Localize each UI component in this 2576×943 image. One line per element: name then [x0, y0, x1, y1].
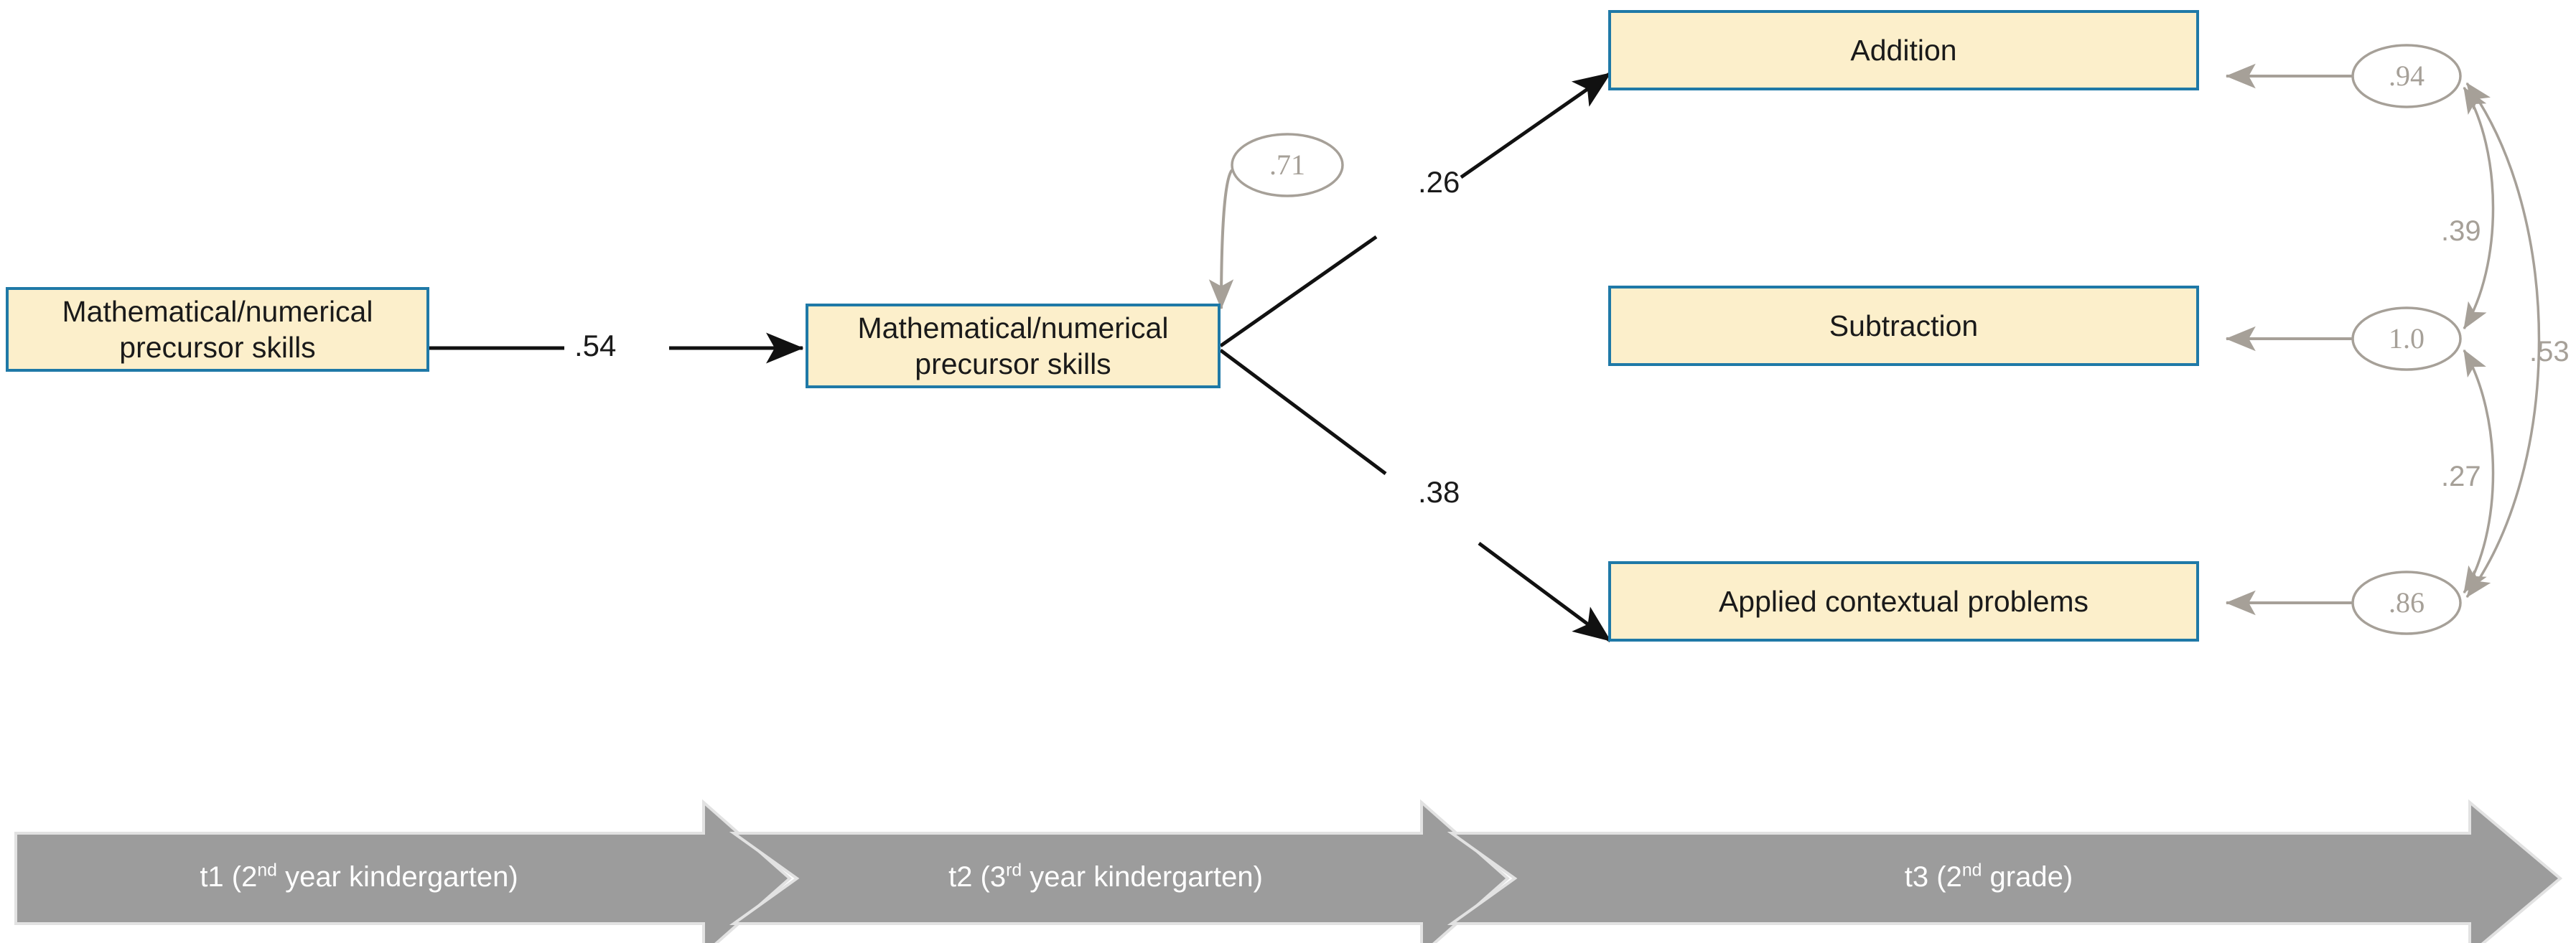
- node-t2-line1: Mathematical/numerical: [857, 311, 1169, 344]
- timeline-label-t2: t2 (3rd year kindergarten): [775, 861, 1436, 893]
- node-t2-precursor-skills-text: Mathematical/numerical precursor skills: [838, 310, 1189, 382]
- residual-path-applied: [2225, 571, 2462, 635]
- node-t2-line2: precursor skills: [915, 347, 1111, 380]
- residual-label-addition: .94: [2389, 60, 2425, 92]
- timeline-label-t2-sup: rd: [1006, 860, 1022, 881]
- path-label-t2-to-addition: .26: [1418, 165, 1460, 199]
- timeline-label-t1-sup: nd: [257, 860, 277, 881]
- correlation-addition-applied: [2465, 82, 2541, 599]
- path-label-t2-to-applied: .38: [1418, 475, 1460, 509]
- timeline-label-t3: t3 (2nd grade): [1493, 861, 2484, 893]
- residual-path-subtraction: [2225, 306, 2462, 371]
- timeline-arrow-t3: [1447, 799, 2563, 943]
- node-addition[interactable]: Addition: [1608, 10, 2199, 90]
- node-addition-label: Addition: [1850, 33, 1957, 67]
- node-t1-precursor-skills[interactable]: Mathematical/numerical precursor skills: [6, 287, 429, 372]
- node-applied-contextual-problems[interactable]: Applied contextual problems: [1608, 561, 2199, 642]
- node-subtraction[interactable]: Subtraction: [1608, 286, 2199, 366]
- residual-label-applied: .86: [2389, 586, 2425, 619]
- timeline-label-t1-suffix: year kindergarten): [276, 861, 518, 893]
- residual-path-addition: [2225, 44, 2462, 108]
- correlation-label-addition-subtraction: .39: [2441, 215, 2481, 247]
- node-t1-precursor-skills-text: Mathematical/numerical precursor skills: [42, 294, 393, 365]
- timeline-label-t3-prefix: t3 (2: [1904, 861, 1962, 893]
- residual-label-subtraction: 1.0: [2389, 322, 2425, 355]
- timeline-label-t3-sup: nd: [1961, 860, 1982, 881]
- node-t2-precursor-skills[interactable]: Mathematical/numerical precursor skills: [806, 304, 1221, 388]
- node-t1-line2: precursor skills: [119, 331, 316, 364]
- timeline-label-t2-suffix: year kindergarten): [1022, 861, 1263, 893]
- residual-label-t2-precursor: .71: [1269, 149, 1305, 181]
- residual-ellipse-applied: [2351, 571, 2462, 635]
- node-applied-label: Applied contextual problems: [1718, 584, 2089, 618]
- path-label-t1-to-t2: .54: [574, 329, 617, 362]
- residual-ellipse-addition: [2351, 44, 2462, 108]
- timeline-label-t1-prefix: t1 (2: [200, 861, 258, 893]
- path-t2-to-addition: [1219, 71, 1612, 348]
- node-t1-line1: Mathematical/numerical: [62, 294, 373, 328]
- timeline-label-t3-suffix: grade): [1982, 861, 2073, 893]
- residual-path-t2-precursor: [1208, 133, 1344, 310]
- residual-ellipse-subtraction: [2351, 306, 2462, 371]
- timeline-arrow-t2: [729, 799, 1511, 943]
- correlation-addition-subtraction: [2463, 86, 2495, 329]
- correlation-label-addition-applied: .53: [2529, 336, 2570, 367]
- timeline-label-t1: t1 (2nd year kindergarten): [14, 861, 704, 893]
- path-t2-to-applied: [1219, 348, 1612, 643]
- timeline-label-t2-prefix: t2 (3: [948, 861, 1007, 893]
- residual-ellipse-t2: [1231, 133, 1344, 197]
- correlation-label-subtraction-applied: .27: [2441, 461, 2481, 492]
- node-subtraction-label: Subtraction: [1829, 309, 1979, 342]
